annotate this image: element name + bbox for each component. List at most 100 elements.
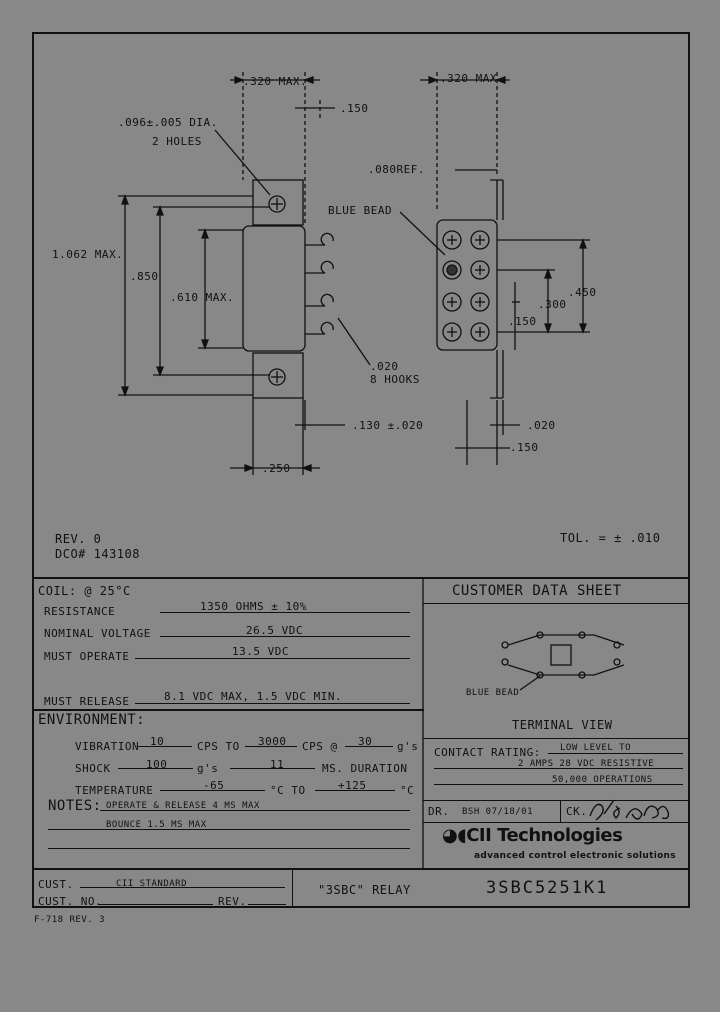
cust-underline [80,887,285,888]
contact-line-2: 2 AMPS 28 VDC RESISTIVE [518,759,655,769]
drawn-by-value: BSH 07/18/01 [462,807,534,817]
contact-line-3: 50,000 OPERATIONS [552,775,653,785]
dim-020: .020 [527,419,556,432]
dim-hook-size: .020 [370,360,399,373]
cii-logo: ◕◖CII Technologies [442,825,623,846]
rev-label: REV. [218,895,247,908]
vibration-cps-value: 3000 [258,735,287,748]
cps-to-label: CPS TO [197,740,240,753]
logo-text: CII Technologies [466,825,623,846]
logo-icon: ◕◖ [442,825,467,846]
dim-hook-count: 8 HOOKS [370,373,420,386]
notes-header: NOTES: [48,798,102,814]
temp-high-line [315,790,395,791]
vibration-g-line [137,746,192,747]
ms-duration-label: MS. DURATION [322,762,408,775]
cust-value: CII STANDARD [116,879,188,889]
cust-no-underline [98,904,213,905]
dim-hole-dia: .096±.005 DIA. [118,116,218,129]
dim-height-850: .850 [130,270,159,283]
must-operate-label: MUST OPERATE [44,650,130,663]
shock-g-line [118,768,193,769]
dim-hole-count: 2 HOLES [152,135,202,148]
temperature-label: TEMPERATURE [75,784,154,797]
contact-underline-3 [434,784,683,785]
must-release-label: MUST RELEASE [44,695,130,708]
terminal-blue-bead-label: BLUE BEAD [466,688,520,698]
dim-080-ref: .080REF. [368,163,425,176]
contact-underline-2 [434,768,683,769]
resistance-underline [160,612,410,613]
dim-width-left: .320 MAX. [243,75,308,88]
product-name: "3SBC" RELAY [318,883,411,897]
cust-label: CUST. [38,878,74,891]
vibration-cps-line [245,746,297,747]
nominal-voltage-value: 26.5 VDC [246,624,303,637]
contact-line-1: LOW LEVEL TO [560,743,632,753]
must-release-value: 8.1 VDC MAX, 1.5 VDC MIN. [164,690,343,703]
terminal-view-divider [423,738,690,739]
part-number: 3SBC5251K1 [486,878,609,898]
vibration-g-value: 10 [150,735,165,748]
title-block-divider [32,868,690,870]
notes-underline-3 [48,848,410,849]
vibration-g2-line [345,746,393,747]
dim-300: .300 [538,298,567,311]
coil-header: COIL: @ 25°C [38,584,131,598]
dr-divider [423,822,690,823]
environment-divider [32,709,424,711]
notes-underline-2 [48,829,410,830]
tolerance-note: TOL. = ± .010 [560,531,661,545]
rev-underline [248,904,286,905]
vibration-g2-value: 30 [358,735,373,748]
environment-header: ENVIRONMENT: [38,712,146,728]
dim-150-top: .150 [340,102,369,115]
deg-c-label: °C [400,784,415,797]
must-operate-value: 13.5 VDC [232,645,289,658]
dim-150-bottom: .150 [510,441,539,454]
operate-underline [135,658,410,659]
g-unit-label: g's [397,740,419,753]
dim-450: .450 [568,286,597,299]
dim-150-side: .150 [508,315,537,328]
dco-number: DCO# 143108 [55,547,140,561]
dim-130: .130 ±.020 [352,419,424,432]
checker-signature [589,799,670,821]
temp-high-value: +125 [338,779,367,792]
nominal-voltage-label: NOMINAL VOLTAGE [44,627,151,640]
vibration-label: VIBRATION [75,740,140,753]
contact-rating-label: CONTACT RATING: [434,746,541,759]
terminal-view-label: TERMINAL VIEW [512,718,613,732]
temp-low-line [160,790,265,791]
shock-ms-value: 11 [270,758,285,771]
checked-by-label: CK. [566,805,588,818]
ck-divider [560,800,561,822]
notes-line-1: OPERATE & RELEASE 4 MS MAX [106,801,260,811]
logo-tagline: advanced control electronic solutions [474,851,676,861]
resistance-label: RESISTANCE [44,605,116,618]
deg-c-to-label: °C TO [270,784,306,797]
resistance-value: 1350 OHMS ± 10% [200,600,307,613]
nominal-underline [160,636,410,637]
cust-no-label: CUST. NO. [38,895,103,908]
release-underline [135,703,410,704]
title-block-vdivider [292,868,293,908]
coil-section-divider [32,577,690,579]
shock-ms-line [230,768,315,769]
form-number: F-718 REV. 3 [34,915,106,925]
cps-at-label: CPS @ [302,740,338,753]
blue-bead-label: BLUE BEAD [328,204,393,217]
notes-line-2: BOUNCE 1.5 MS MAX [106,820,207,830]
shock-label: SHOCK [75,762,111,775]
dim-height-1062: 1.062 MAX. [52,248,124,261]
contact-divider [423,800,690,801]
notes-underline-1 [100,810,410,811]
dim-width-right: .320 MAX. [440,72,505,85]
temp-low-value: -65 [203,779,225,792]
customer-title-divider [423,603,690,604]
contact-underline-1 [548,753,683,754]
customer-sheet-title: CUSTOMER DATA SHEET [452,583,622,599]
revision-label: REV. 0 [55,532,102,546]
dim-height-610: .610 MAX. [170,291,235,304]
